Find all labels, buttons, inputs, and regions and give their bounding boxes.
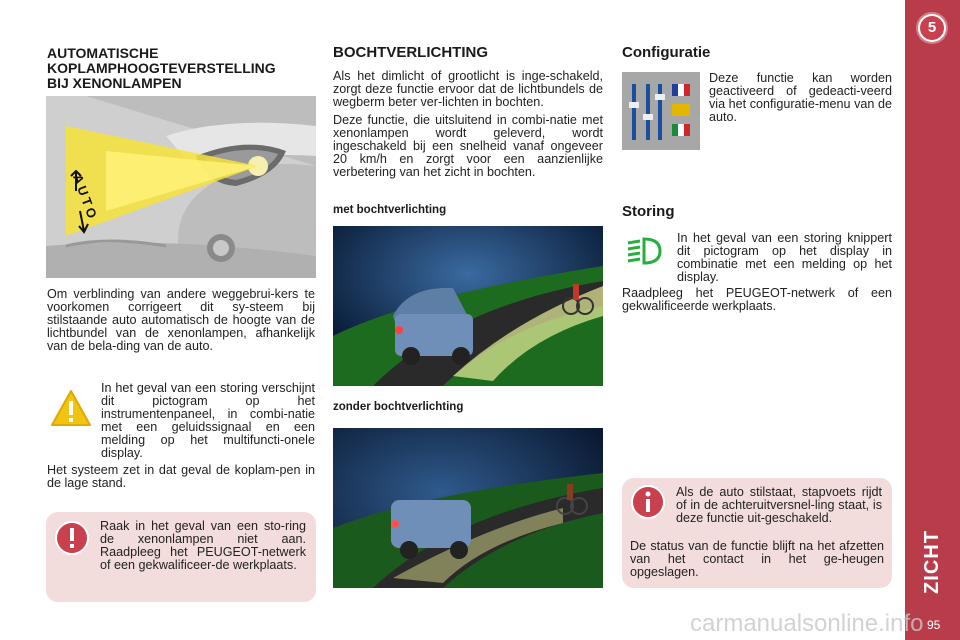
cornering-light-fault-icon [624, 236, 666, 266]
page-number: 95 [927, 618, 941, 632]
fault-after-text: Raadpleeg het PEUGEOT-netwerk of een gek… [622, 286, 892, 313]
xenon-alert-box: Raak in het geval van een sto-ring de xe… [46, 512, 316, 602]
config-heading: Configuratie [622, 44, 711, 61]
info-after-text: De status van de functie blijft na het a… [630, 539, 884, 579]
info-box: Als de auto stilstaat, stapvoets rijdt o… [622, 478, 892, 588]
warning-triangle-icon [50, 388, 92, 428]
fault-text: In het geval van een storing knippert di… [677, 231, 892, 284]
watermark: carmanualsonline.info [690, 610, 924, 637]
fault-heading: Storing [622, 203, 675, 220]
chapter-number-badge: 5 [918, 14, 946, 42]
xenon-intro-text: Om verblinding van andere weggebrui-kers… [47, 287, 315, 353]
info-icon [630, 484, 666, 520]
label-without-cornering: zonder bochtverlichting [333, 401, 464, 413]
info-text: Als de auto stilstaat, stapvoets rijdt o… [676, 485, 882, 525]
xenon-heading: AUTOMATISCHE KOPLAMPHOOGTEVERSTELLING BI… [47, 45, 276, 91]
cornering-heading: BOCHTVERLICHTING [333, 44, 488, 61]
xenon-alert-text: Raak in het geval van een sto-ring de xe… [100, 519, 306, 572]
config-menu-icon [622, 72, 700, 150]
exclamation-icon [54, 520, 90, 556]
chapter-title: ZICHT [921, 530, 943, 594]
cornering-text: Als het dimlicht of grootlicht is inge-s… [333, 69, 603, 179]
image-without-cornering [333, 428, 603, 588]
image-with-cornering [333, 226, 603, 386]
warning-text: In het geval van een storing verschijnt … [101, 381, 315, 460]
chapter-sidebar: 5 ZICHT 95 [905, 0, 960, 640]
label-with-cornering: met bochtverlichting [333, 204, 447, 216]
config-text: Deze functie kan worden geactiveerd of g… [709, 71, 892, 124]
headlamp-illustration: AUTO [46, 96, 316, 278]
chapter-number: 5 [927, 19, 937, 36]
warning-after-text: Het systeem zet in dat geval de koplam-p… [47, 463, 315, 490]
